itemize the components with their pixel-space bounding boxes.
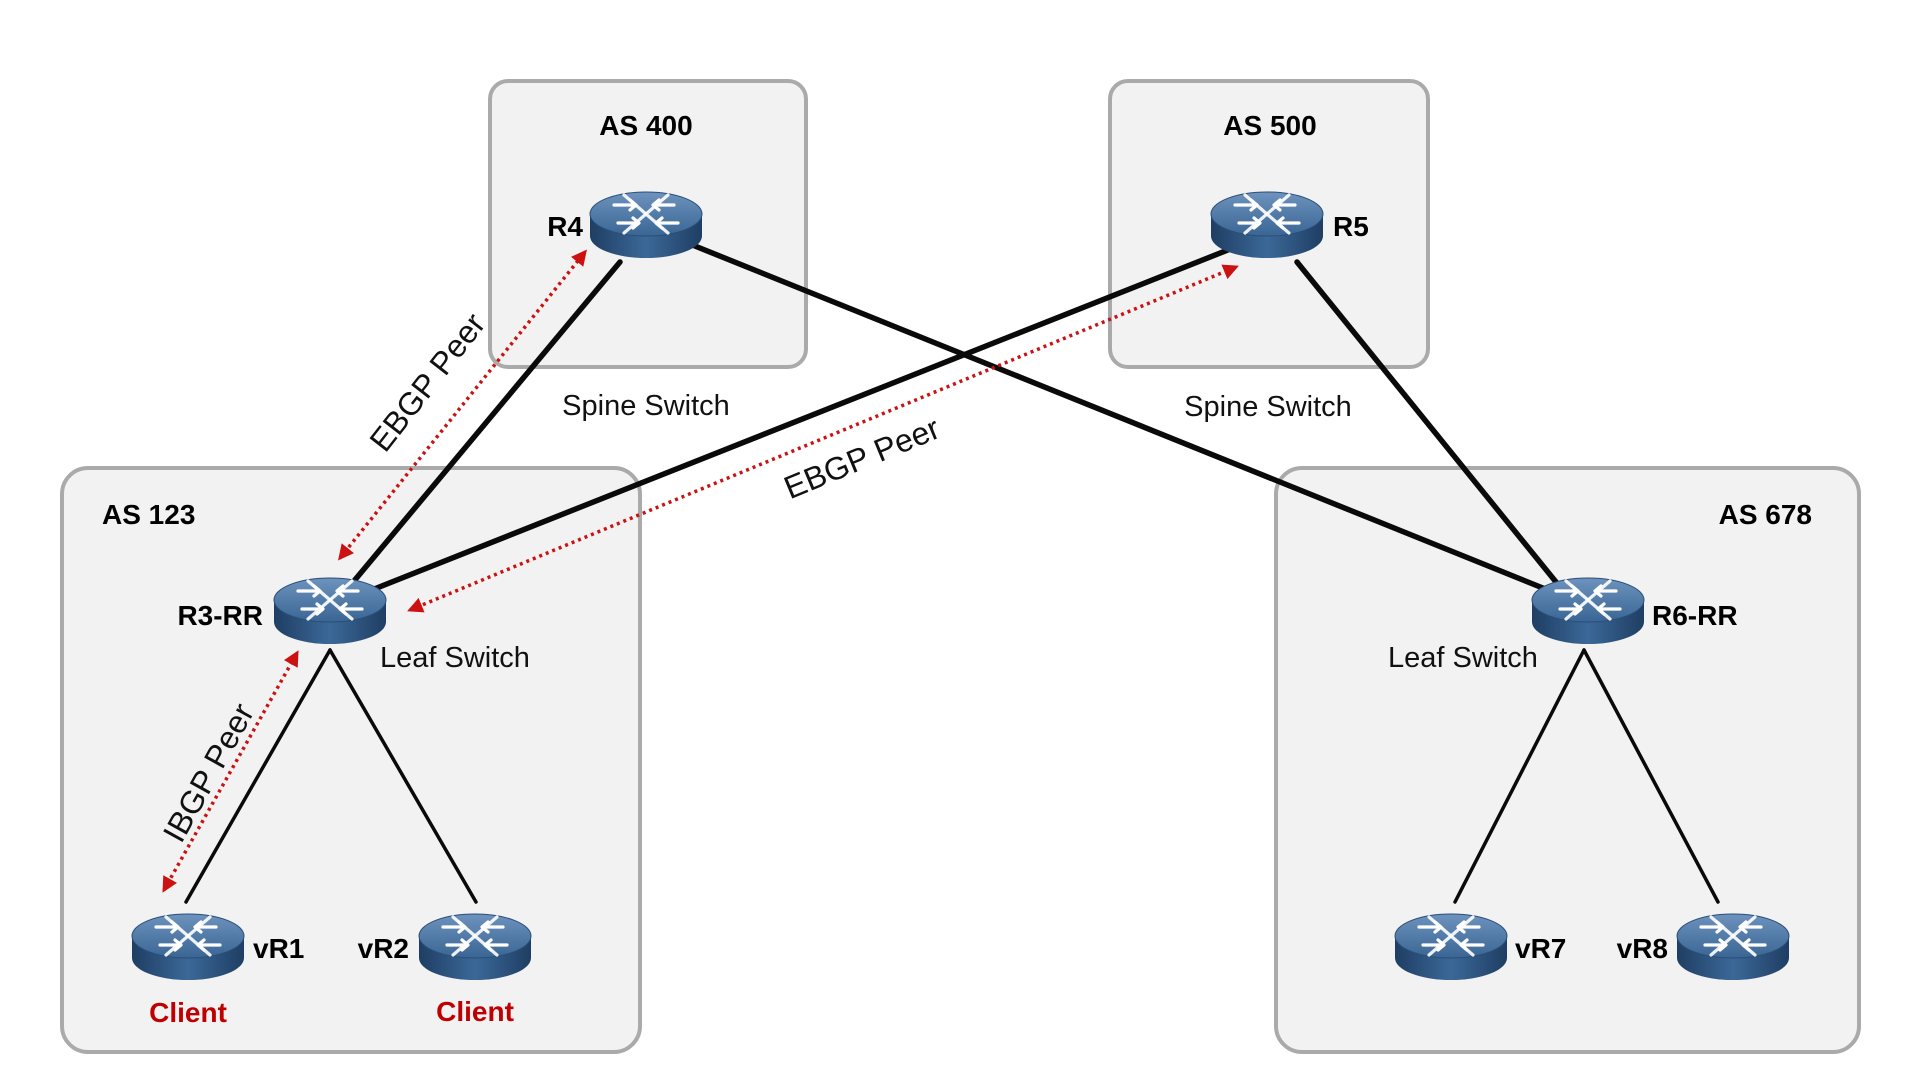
router-icon	[130, 912, 246, 982]
router-icon	[1393, 912, 1509, 982]
router-label-r5: R5	[1333, 211, 1369, 242]
router-label-vr1: vR1	[253, 933, 304, 964]
router-icon	[1209, 190, 1325, 260]
router-icon	[272, 576, 388, 646]
router-label-vr2: vR2	[358, 933, 409, 964]
leaf-switch-label-r6: Leaf Switch	[1388, 642, 1538, 674]
link-r3-vr2	[328, 648, 478, 904]
as-123-title: AS 123	[102, 499, 195, 530]
client-label-vr1: Client	[149, 997, 227, 1028]
ebgp-peer-r3-r4-arrow	[338, 249, 587, 561]
ibgp-peer-r3-vr1-arrow	[162, 650, 299, 893]
link-r6-vr7	[1453, 648, 1586, 904]
router-r4[interactable]	[588, 190, 704, 260]
router-r6[interactable]	[1530, 576, 1646, 646]
ebgp-peer-r3-r5-arrow	[407, 264, 1239, 613]
link-r5-r6	[1294, 259, 1576, 606]
router-icon	[1675, 912, 1791, 982]
router-icon	[588, 190, 704, 260]
spine-switch-label-as400: Spine Switch	[562, 390, 730, 422]
client-label-vr2: Client	[436, 996, 514, 1027]
leaf-switch-label-r3: Leaf Switch	[380, 642, 530, 674]
router-label-vr8: vR8	[1617, 933, 1668, 964]
router-r3[interactable]	[272, 576, 388, 646]
router-label-r4: R4	[547, 211, 583, 242]
router-vr1[interactable]	[130, 912, 246, 982]
router-vr2[interactable]	[417, 912, 533, 982]
ebgp-peer-label-r5: EBGP Peer	[779, 410, 945, 506]
router-vr8[interactable]	[1675, 912, 1791, 982]
as-678-title: AS 678	[1719, 499, 1812, 530]
router-label-vr7: vR7	[1515, 933, 1566, 964]
as-400-title: AS 400	[599, 110, 692, 141]
router-vr7[interactable]	[1393, 912, 1509, 982]
router-icon	[1530, 576, 1646, 646]
router-icon	[417, 912, 533, 982]
as-500-title: AS 500	[1223, 110, 1316, 141]
router-r5[interactable]	[1209, 190, 1325, 260]
router-label-r3: R3-RR	[177, 600, 263, 631]
router-label-r6: R6-RR	[1652, 600, 1738, 631]
link-r6-vr8	[1582, 648, 1720, 904]
spine-switch-label-as500: Spine Switch	[1184, 391, 1352, 423]
as-678-box	[1274, 466, 1861, 1054]
